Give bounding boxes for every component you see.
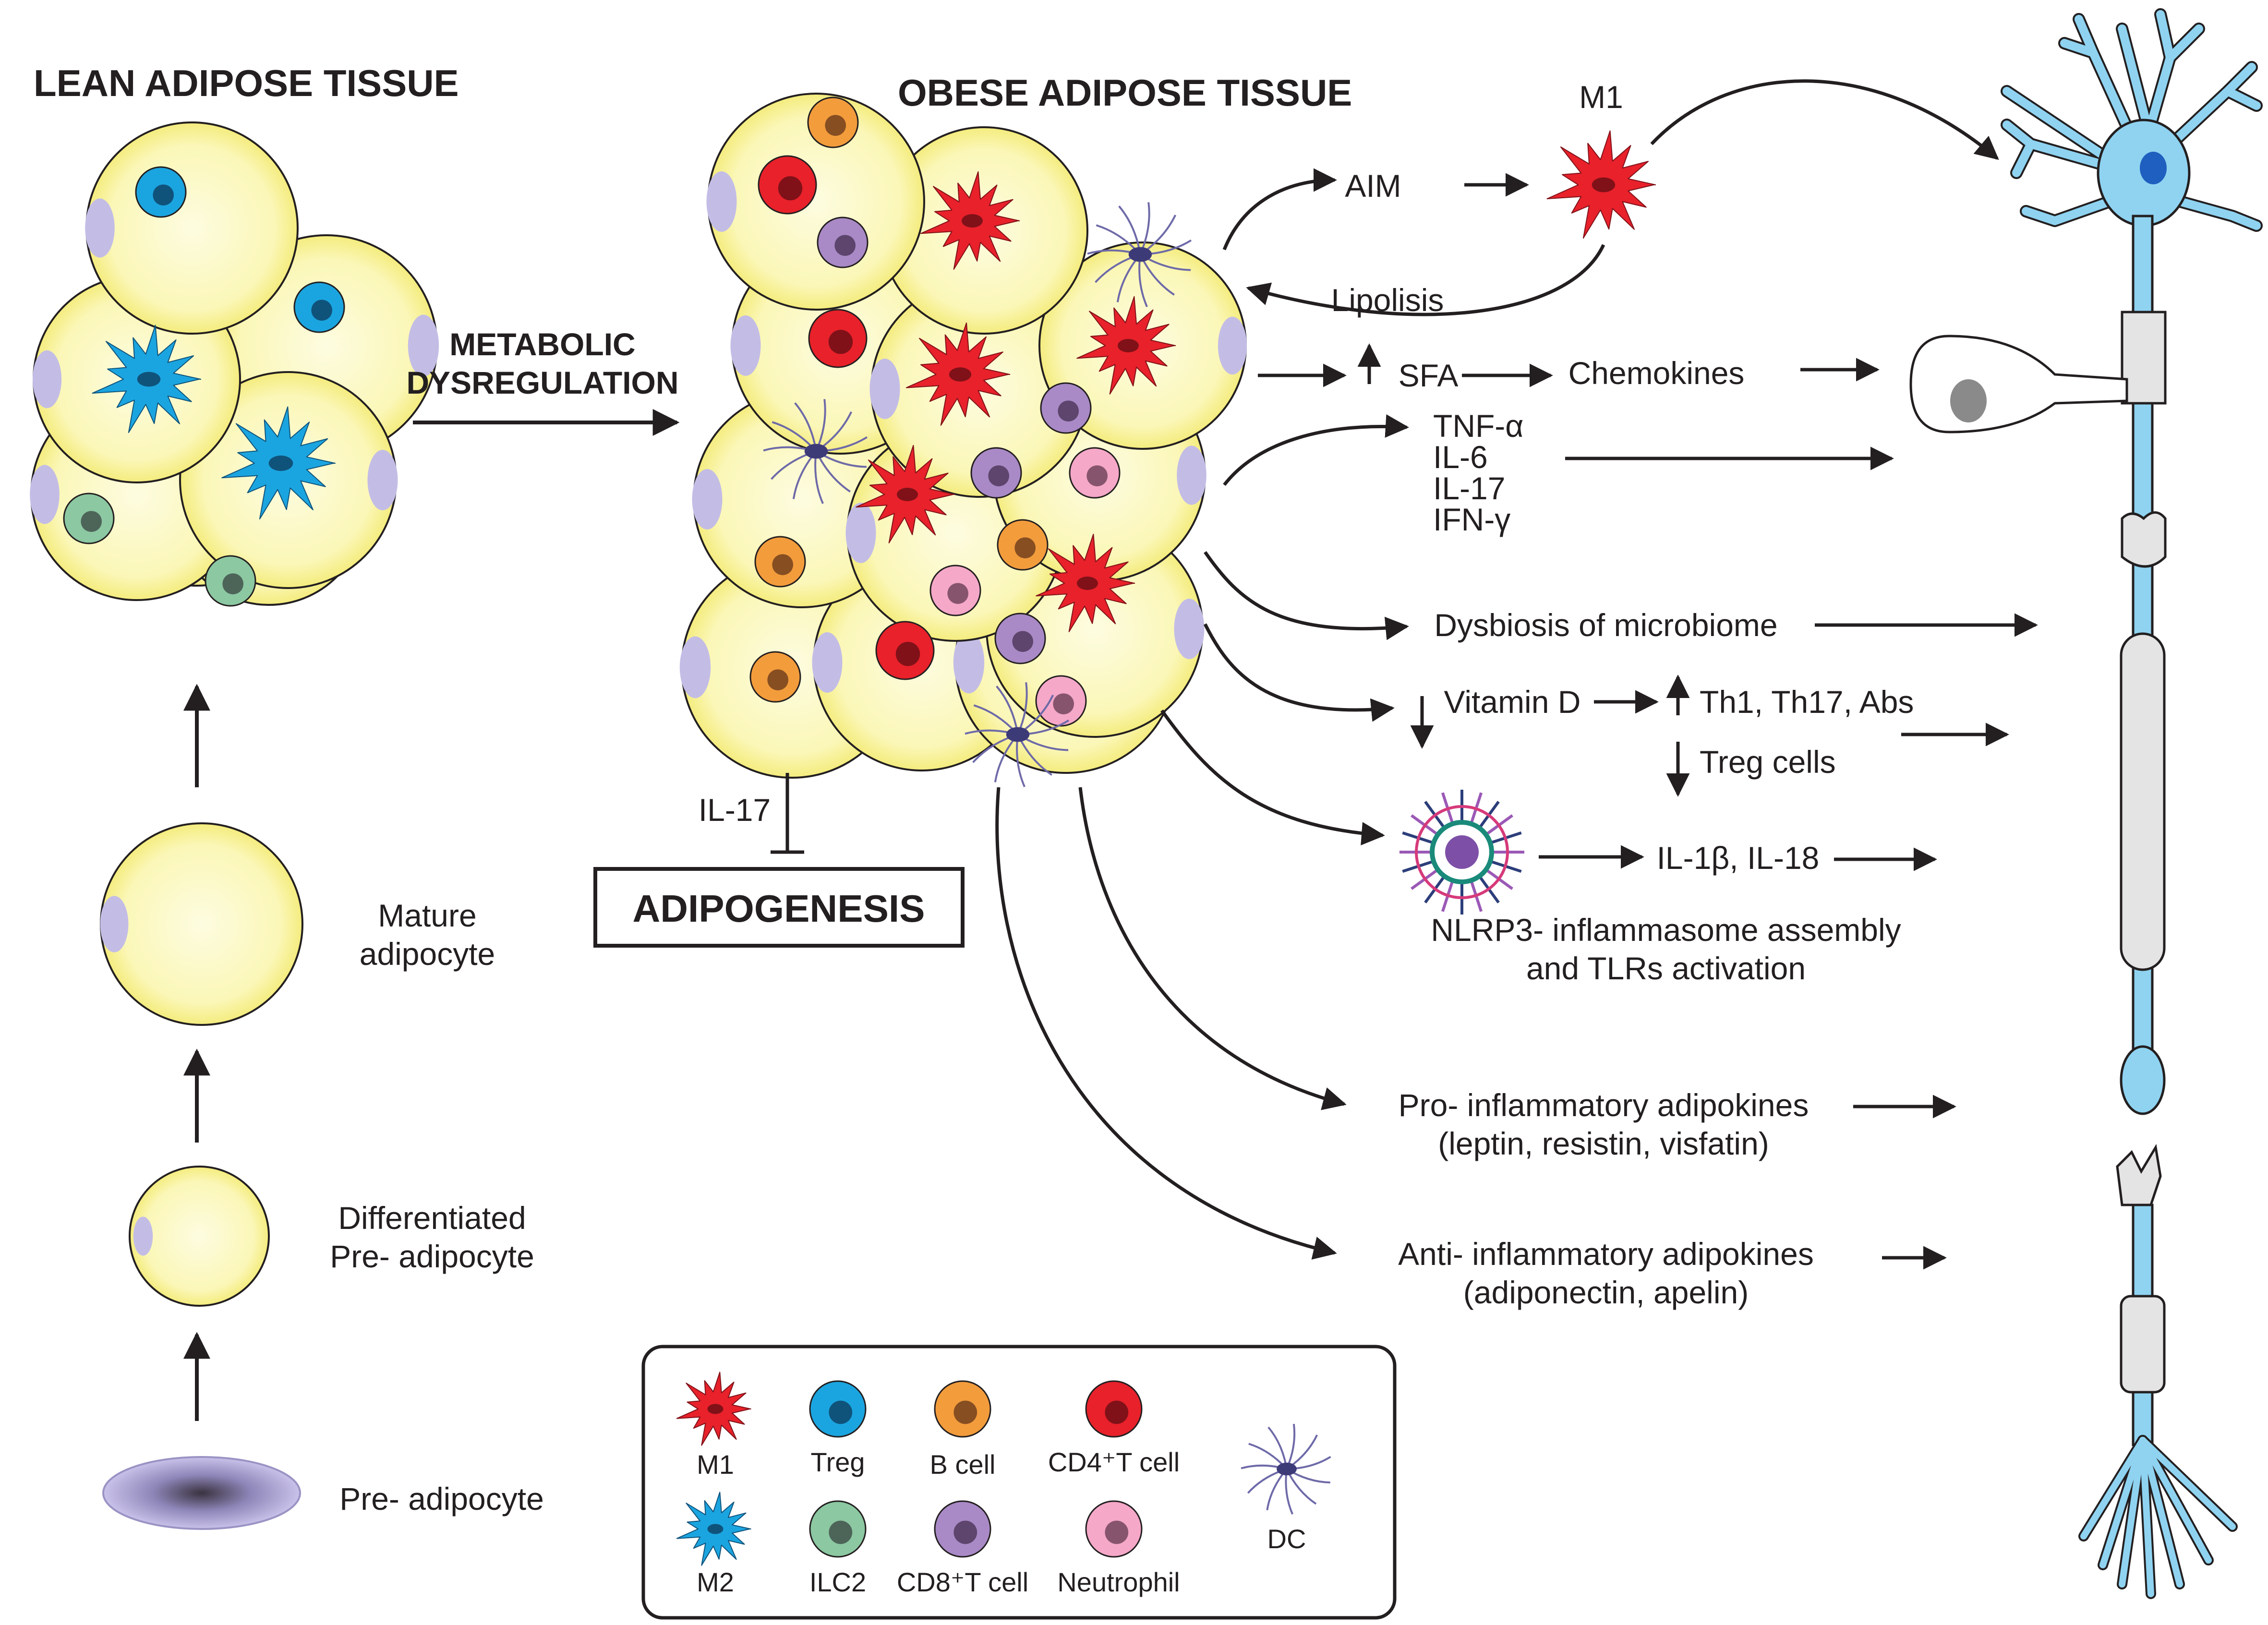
pro-label-1: Pro- inflammatory adipokines xyxy=(1399,1087,1809,1123)
macrophage-m1-icon xyxy=(905,322,1011,426)
cd8-t-cell-icon xyxy=(994,613,1046,664)
adipogenesis-label: ADIPOGENESIS xyxy=(632,887,925,930)
neuron-icon xyxy=(1909,8,2263,1599)
dendritic-cell-icon xyxy=(965,682,1070,787)
legend-bcell: B cell xyxy=(930,1449,996,1480)
aim-label: AIM xyxy=(1345,168,1401,204)
metabolic-label-1: METABOLIC xyxy=(449,326,635,362)
th-label: Th1, Th17, Abs xyxy=(1700,684,1914,720)
legend-neutrophil: Neutrophil xyxy=(1057,1567,1180,1597)
cd4-t-cell-icon xyxy=(875,621,935,680)
b-cell-icon xyxy=(934,1380,991,1438)
cd8-t-cell-icon xyxy=(817,217,869,268)
pathway-arrows xyxy=(995,79,2038,1270)
sfa-label: SFA xyxy=(1399,358,1459,393)
mature-label-2: adipocyte xyxy=(360,936,495,972)
macrophage-m1-icon xyxy=(676,1372,751,1446)
mature-adipocyte xyxy=(100,822,303,1026)
neutrophil-icon xyxy=(1035,675,1087,727)
il17-cytokine-label: IL-17 xyxy=(1433,470,1505,506)
obese-tissue-cluster xyxy=(679,93,1247,787)
ifn-label: IFN-γ xyxy=(1433,502,1510,537)
cd4-t-cell-icon xyxy=(758,155,817,215)
differentiated-cell xyxy=(129,1166,270,1307)
cd8-t-cell-icon xyxy=(1040,382,1092,434)
il17-inhibition xyxy=(771,773,804,854)
lean-adipocyte xyxy=(85,121,299,335)
b-cell-icon xyxy=(807,96,859,148)
tnf-label: TNF-α xyxy=(1433,408,1523,444)
ilc2-cell-icon xyxy=(205,555,256,607)
neutrophil-icon xyxy=(1085,1500,1143,1558)
treg-cell-icon xyxy=(293,281,345,333)
nlrp3-label-1: NLRP3- inflammasome assembly xyxy=(1431,912,1901,948)
inflammasome-icon xyxy=(1399,790,1524,915)
dysbiosis-label: Dysbiosis of microbiome xyxy=(1434,607,1777,643)
obese-heading: OBESE ADIPOSE TISSUE xyxy=(898,72,1352,114)
preadipocyte xyxy=(102,1456,301,1530)
treg-cell-icon xyxy=(809,1380,867,1438)
macrophage-m1-icon xyxy=(1076,296,1176,395)
cd8-t-cell-icon xyxy=(970,447,1022,499)
ilc2-cell-icon xyxy=(63,493,115,544)
neutrophil-icon xyxy=(929,565,981,616)
dendritic-cell-icon xyxy=(1087,202,1192,307)
mature-label-1: Mature xyxy=(378,898,476,933)
mature-adipocyte-cell xyxy=(100,822,303,1026)
b-cell-icon xyxy=(749,651,801,703)
legend-m2: M2 xyxy=(697,1567,734,1597)
legend-cd8: CD8⁺T cell xyxy=(897,1567,1028,1597)
macrophage-m2-icon xyxy=(92,325,202,433)
vitd-label: Vitamin D xyxy=(1444,684,1581,720)
lipolisis-label: Lipolisis xyxy=(1331,282,1444,318)
legend-ilc2: ILC2 xyxy=(809,1567,866,1597)
differentiated-preadipocyte xyxy=(129,1166,270,1307)
diff-label-1: Differentiated xyxy=(338,1200,526,1236)
legend-icons xyxy=(676,1372,1331,1566)
treg-label: Treg cells xyxy=(1700,744,1836,780)
neutrophil-icon xyxy=(1069,447,1121,499)
chemokines-label: Chemokines xyxy=(1568,355,1745,391)
cd4-t-cell-icon xyxy=(1085,1380,1143,1438)
macrophage-m1-icon xyxy=(920,171,1020,270)
cd4-t-cell-icon xyxy=(808,309,868,368)
macrophage-m2-icon xyxy=(221,406,336,519)
anti-label-2: (adiponectin, apelin) xyxy=(1463,1275,1749,1310)
adipogenesis-box xyxy=(593,867,965,948)
legend-cd4: CD4⁺T cell xyxy=(1048,1447,1180,1477)
lean-tissue-cluster xyxy=(30,121,439,607)
il17-label: IL-17 xyxy=(699,792,771,828)
pre-label: Pre- adipocyte xyxy=(339,1481,544,1517)
lean-heading: LEAN ADIPOSE TISSUE xyxy=(34,62,459,104)
dendritic-cell-icon xyxy=(763,399,868,504)
legend-m1: M1 xyxy=(697,1449,734,1480)
dendritic-cell-icon xyxy=(1241,1423,1331,1515)
macrophage-m1-icon xyxy=(1546,130,1656,239)
macrophage-m1-icon xyxy=(856,445,955,543)
ilc2-cell-icon xyxy=(809,1500,867,1558)
treg-cell-icon xyxy=(135,166,187,218)
pro-label-2: (leptin, resistin, visfatin) xyxy=(1438,1126,1769,1161)
diff-label-2: Pre- adipocyte xyxy=(330,1239,534,1274)
obese-adipocyte xyxy=(706,93,925,311)
il1-label: IL-1β, IL-18 xyxy=(1657,840,1820,876)
legend-treg: Treg xyxy=(810,1447,865,1477)
macrophage-m1-icon xyxy=(1036,533,1135,632)
b-cell-icon xyxy=(997,519,1049,571)
legend-dc: DC xyxy=(1267,1524,1306,1554)
b-cell-icon xyxy=(754,536,806,588)
il6-label: IL-6 xyxy=(1433,439,1488,475)
anti-label-1: Anti- inflammatory adipokines xyxy=(1398,1236,1814,1272)
m1-label: M1 xyxy=(1579,79,1623,115)
cd8-t-cell-icon xyxy=(934,1500,991,1558)
macrophage-m1-path xyxy=(1546,130,1656,239)
nlrp3-label-2: and TLRs activation xyxy=(1526,951,1806,986)
metabolic-label-2: DYSREGULATION xyxy=(406,365,678,400)
macrophage-m2-icon xyxy=(676,1492,751,1566)
